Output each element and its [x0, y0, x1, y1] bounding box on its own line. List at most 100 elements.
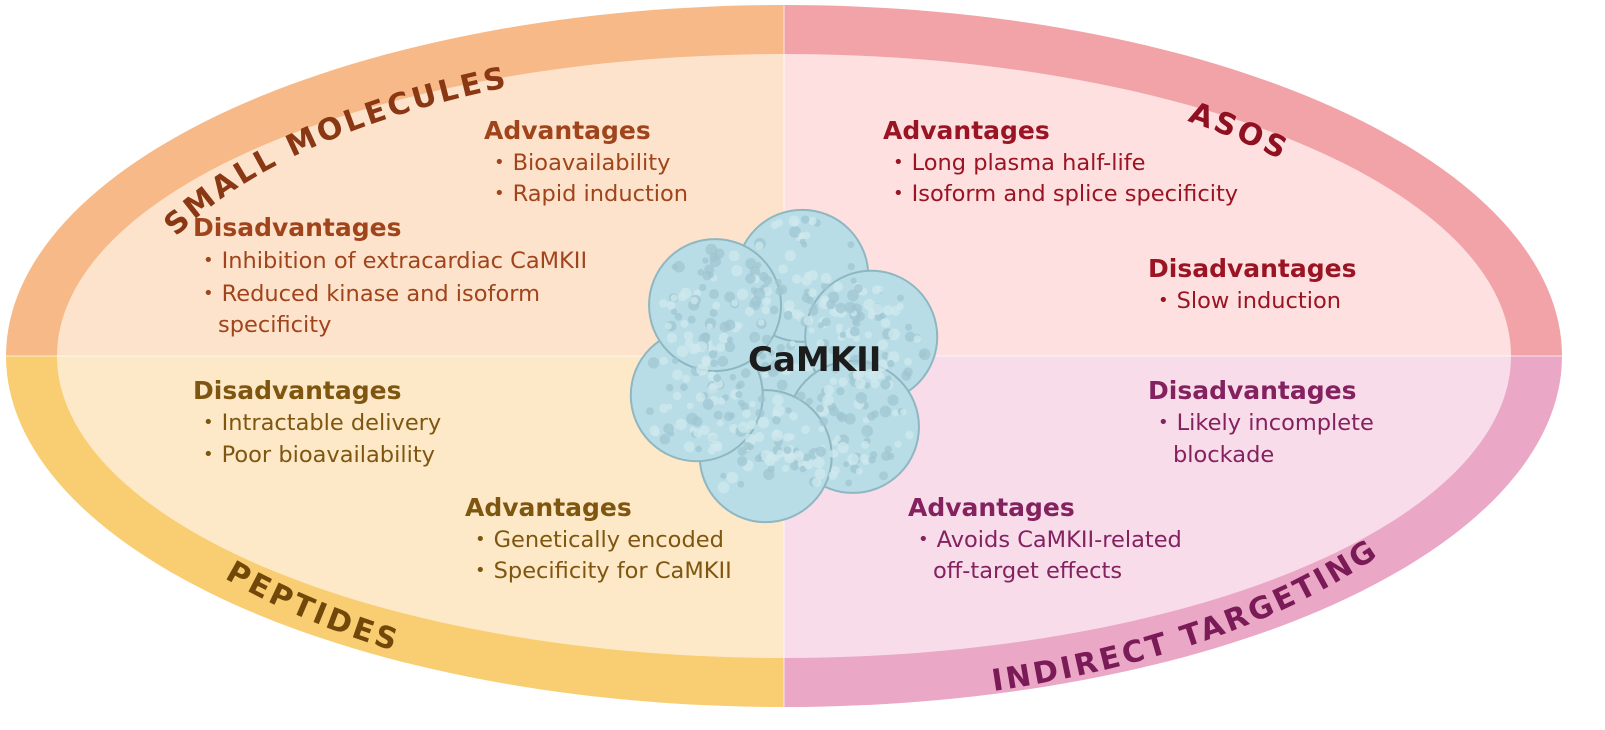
protein-texture-dot: [649, 425, 660, 436]
protein-texture-dot: [740, 402, 749, 411]
protein-texture-dot: [781, 464, 790, 473]
protein-texture-dot: [764, 455, 776, 466]
protein-texture-dot: [852, 334, 860, 342]
peptides-disadvantages-heading: Disadvantages: [193, 376, 402, 405]
protein-texture-dot: [749, 400, 756, 408]
protein-texture-dot: [783, 310, 793, 320]
protein-texture-dot: [709, 309, 718, 318]
protein-texture-dot: [699, 283, 707, 292]
protein-texture-dot: [815, 446, 827, 457]
protein-texture-dot: [784, 250, 796, 262]
protein-texture-dot: [645, 407, 654, 416]
protein-texture-dot: [818, 425, 825, 433]
protein-texture-dot: [868, 308, 875, 315]
protein-texture-dot: [757, 319, 765, 326]
protein-texture-dot: [808, 288, 817, 298]
protein-texture-dot: [711, 440, 722, 451]
protein-texture-dot: [761, 305, 770, 315]
protein-texture-dot: [683, 331, 694, 341]
protein-texture-dot: [747, 443, 754, 451]
protein-texture-dot: [731, 265, 743, 277]
protein-texture-dot: [724, 291, 736, 303]
protein-texture-dot: [780, 364, 792, 376]
protein-texture-dot: [770, 359, 781, 371]
protein-texture-dot: [844, 301, 857, 314]
protein-texture-dot: [659, 403, 669, 414]
protein-texture-dot: [772, 404, 785, 417]
protein-texture-dot: [832, 281, 843, 292]
protein-texture-dot: [882, 305, 894, 316]
protein-texture-dot: [834, 435, 841, 442]
protein-texture-dot: [900, 408, 907, 416]
protein-texture-dot: [705, 243, 718, 256]
protein-texture-dot: [855, 467, 863, 475]
protein-texture-dot: [879, 471, 888, 481]
protein-texture-dot: [686, 402, 694, 410]
protein-texture-dot: [666, 300, 676, 310]
protein-texture-dot: [728, 250, 740, 262]
protein-texture-dot: [904, 331, 916, 342]
protein-texture-dot: [798, 232, 805, 240]
protein-texture-dot: [776, 379, 788, 391]
protein-texture-dot: [755, 408, 765, 418]
indirect-targeting-advantage-item-continued: off-target effects: [933, 558, 1123, 584]
protein-texture-dot: [717, 356, 729, 367]
protein-texture-dot: [726, 336, 733, 343]
protein-texture-dot: [687, 315, 696, 324]
protein-texture-dot: [717, 397, 725, 405]
protein-texture-dot: [647, 357, 660, 369]
protein-texture-dot: [783, 446, 792, 454]
protein-texture-dot: [666, 332, 678, 344]
protein-texture-dot: [876, 359, 889, 372]
protein-texture-dot: [747, 420, 757, 430]
protein-texture-dot: [849, 326, 860, 337]
protein-texture-dot: [828, 406, 839, 417]
protein-texture-dot: [802, 453, 811, 462]
protein-texture-dot: [760, 361, 770, 371]
protein-texture-dot: [672, 369, 683, 381]
protein-texture-dot: [830, 363, 841, 374]
protein-texture-dot: [847, 263, 855, 271]
protein-texture-dot: [790, 461, 800, 471]
protein-texture-dot: [803, 459, 814, 470]
protein-texture-dot: [904, 357, 913, 366]
protein-texture-dot: [804, 271, 812, 280]
protein-texture-dot: [772, 394, 784, 406]
protein-texture-dot: [870, 379, 880, 389]
protein-texture-dot: [894, 440, 902, 448]
protein-texture-dot: [808, 216, 817, 226]
protein-texture-dot: [699, 425, 710, 436]
protein-texture-dot: [761, 371, 769, 379]
protein-texture-dot: [680, 320, 689, 328]
protein-texture-dot: [881, 351, 890, 360]
protein-texture-dot: [672, 391, 682, 401]
protein-texture-dot: [788, 215, 800, 227]
protein-texture-dot: [702, 257, 709, 264]
protein-texture-dot: [726, 471, 738, 484]
protein-texture-dot: [744, 306, 755, 317]
protein-texture-dot: [757, 416, 770, 429]
protein-texture-dot: [847, 241, 855, 249]
protein-texture-dot: [663, 423, 675, 435]
protein-texture-dot: [745, 273, 756, 284]
indirect-targeting-disadvantage-item-continued: blockade: [1173, 442, 1275, 468]
protein-texture-dot: [740, 368, 751, 378]
protein-texture-dot: [868, 456, 876, 464]
protein-texture-dot: [872, 285, 882, 295]
protein-texture-dot: [850, 277, 857, 284]
protein-texture-dot: [729, 373, 737, 381]
protein-texture-dot: [919, 350, 927, 358]
protein-texture-dot: [854, 378, 866, 390]
protein-texture-dot: [666, 403, 673, 410]
protein-texture-dot: [816, 404, 824, 413]
small-molecules-disadvantage-item: Reduced kinase and isoform: [203, 281, 540, 307]
protein-texture-dot: [792, 363, 800, 371]
protein-texture-dot: [754, 431, 765, 442]
protein-texture-dot: [724, 341, 736, 353]
protein-texture-dot: [845, 345, 853, 353]
protein-texture-dot: [789, 226, 801, 238]
protein-texture-dot: [837, 352, 850, 365]
protein-texture-dot: [816, 339, 825, 348]
protein-texture-dot: [706, 323, 713, 330]
protein-texture-dot: [789, 411, 798, 421]
